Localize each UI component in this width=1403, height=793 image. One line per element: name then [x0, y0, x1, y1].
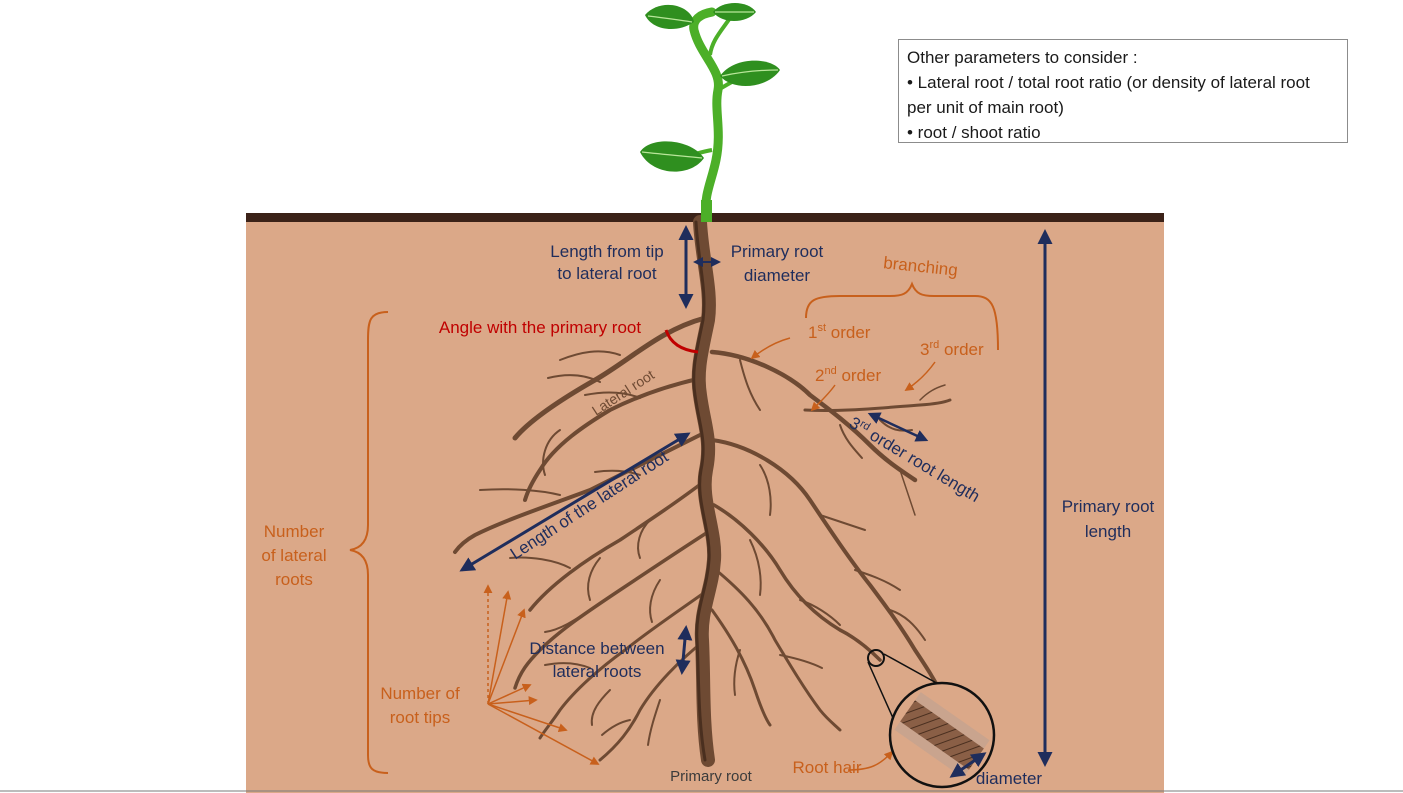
root-hair-magnifier: [867, 649, 996, 789]
distance-between-arrow: [675, 625, 693, 675]
number-lateral-label: of lateral: [261, 546, 326, 565]
root-hair-pointer: [847, 750, 894, 771]
root-tip-pointer: [487, 608, 526, 705]
info-box-item: • Lateral root / total root ratio (or de…: [907, 73, 1310, 117]
leaf: [640, 141, 704, 172]
lateral-root: [712, 503, 882, 662]
primary-diameter-label: Primary root: [731, 242, 824, 261]
lateral-roots-brace: [349, 311, 389, 774]
primary-root-label: Primary root: [670, 768, 753, 785]
length-from-tip-label: to lateral root: [557, 264, 656, 283]
second-order-label: 2nd order: [815, 365, 881, 385]
fine-root: [854, 569, 901, 591]
magnifier-origin: [867, 649, 885, 667]
third-order-length-arrow: [867, 412, 929, 442]
root-tip-pointer: [487, 590, 512, 705]
length-lateral-arrow: [459, 432, 691, 572]
fine-root: [601, 719, 631, 736]
leaf: [645, 4, 694, 30]
number-tips-label: Number of: [380, 684, 460, 703]
fine-root: [544, 609, 591, 633]
fine-root: [547, 374, 601, 383]
primary-length-label: Primary root: [1062, 497, 1155, 516]
number-lateral-label: roots: [275, 570, 313, 589]
primary-root: [691, 215, 722, 767]
root-tip-pointers: [483, 584, 600, 765]
fine-root: [899, 469, 916, 516]
fine-root: [649, 579, 661, 623]
number-lateral-label: Number: [264, 522, 325, 541]
distance-between-label: Distance between: [529, 639, 664, 658]
fine-root: [647, 699, 661, 746]
info-box-item: • root / shoot ratio: [907, 123, 1041, 142]
root-hair-label: Root hair: [793, 758, 862, 777]
fine-root: [749, 539, 762, 596]
fine-root: [839, 424, 863, 459]
distance-between-label: lateral roots: [553, 662, 642, 681]
leaf: [713, 3, 756, 21]
third-order-label: 3rd order: [920, 339, 984, 359]
fine-root: [559, 350, 621, 361]
number-tips-label: root tips: [390, 708, 450, 727]
plant-shoot: [640, 3, 780, 218]
parameters-info-box: Other parameters to consider : • Lateral…: [898, 39, 1348, 143]
first-order-pointer: [750, 337, 791, 360]
fine-root: [590, 689, 611, 726]
fine-root: [733, 649, 741, 696]
branch-stem: [708, 16, 732, 56]
fine-root: [544, 662, 591, 669]
fine-root: [584, 391, 641, 399]
fine-root: [779, 654, 823, 669]
primary-diameter-label: diameter: [744, 266, 810, 285]
order-pointers: [750, 337, 936, 412]
fine-root: [739, 359, 761, 411]
branching-brace: [805, 281, 999, 351]
info-box-title: Other parameters to consider :: [907, 48, 1138, 67]
lateral-root: [538, 588, 710, 740]
leaf: [720, 60, 780, 87]
fine-root: [799, 599, 841, 626]
hair-diameter-arrow: [949, 752, 987, 778]
root-tip-pointer: [487, 696, 538, 706]
angle-arc: [664, 329, 699, 354]
diameter-label: diameter: [976, 769, 1042, 788]
magnifier-line: [867, 661, 894, 719]
primary-root-shade: [692, 220, 711, 762]
length-from-tip-label: Length from tip: [550, 242, 663, 261]
second-order-pointer: [810, 384, 836, 412]
fine-root: [919, 384, 946, 401]
fine-root: [819, 514, 866, 531]
first-order-label: 1st order: [808, 322, 871, 342]
third-order-pointer: [904, 361, 936, 391]
lateral-root: [803, 398, 952, 413]
fine-root: [889, 609, 926, 641]
primary-length-label: length: [1085, 522, 1131, 541]
fine-root: [759, 464, 772, 516]
lateral-root: [714, 568, 842, 732]
root-tip-pointer: [487, 683, 532, 705]
root-tip-pointer: [487, 703, 568, 732]
stem-base: [701, 200, 712, 222]
lateral-root: [710, 608, 772, 727]
angle-label: Angle with the primary root: [439, 318, 641, 337]
root-tip-pointer: [487, 703, 600, 765]
